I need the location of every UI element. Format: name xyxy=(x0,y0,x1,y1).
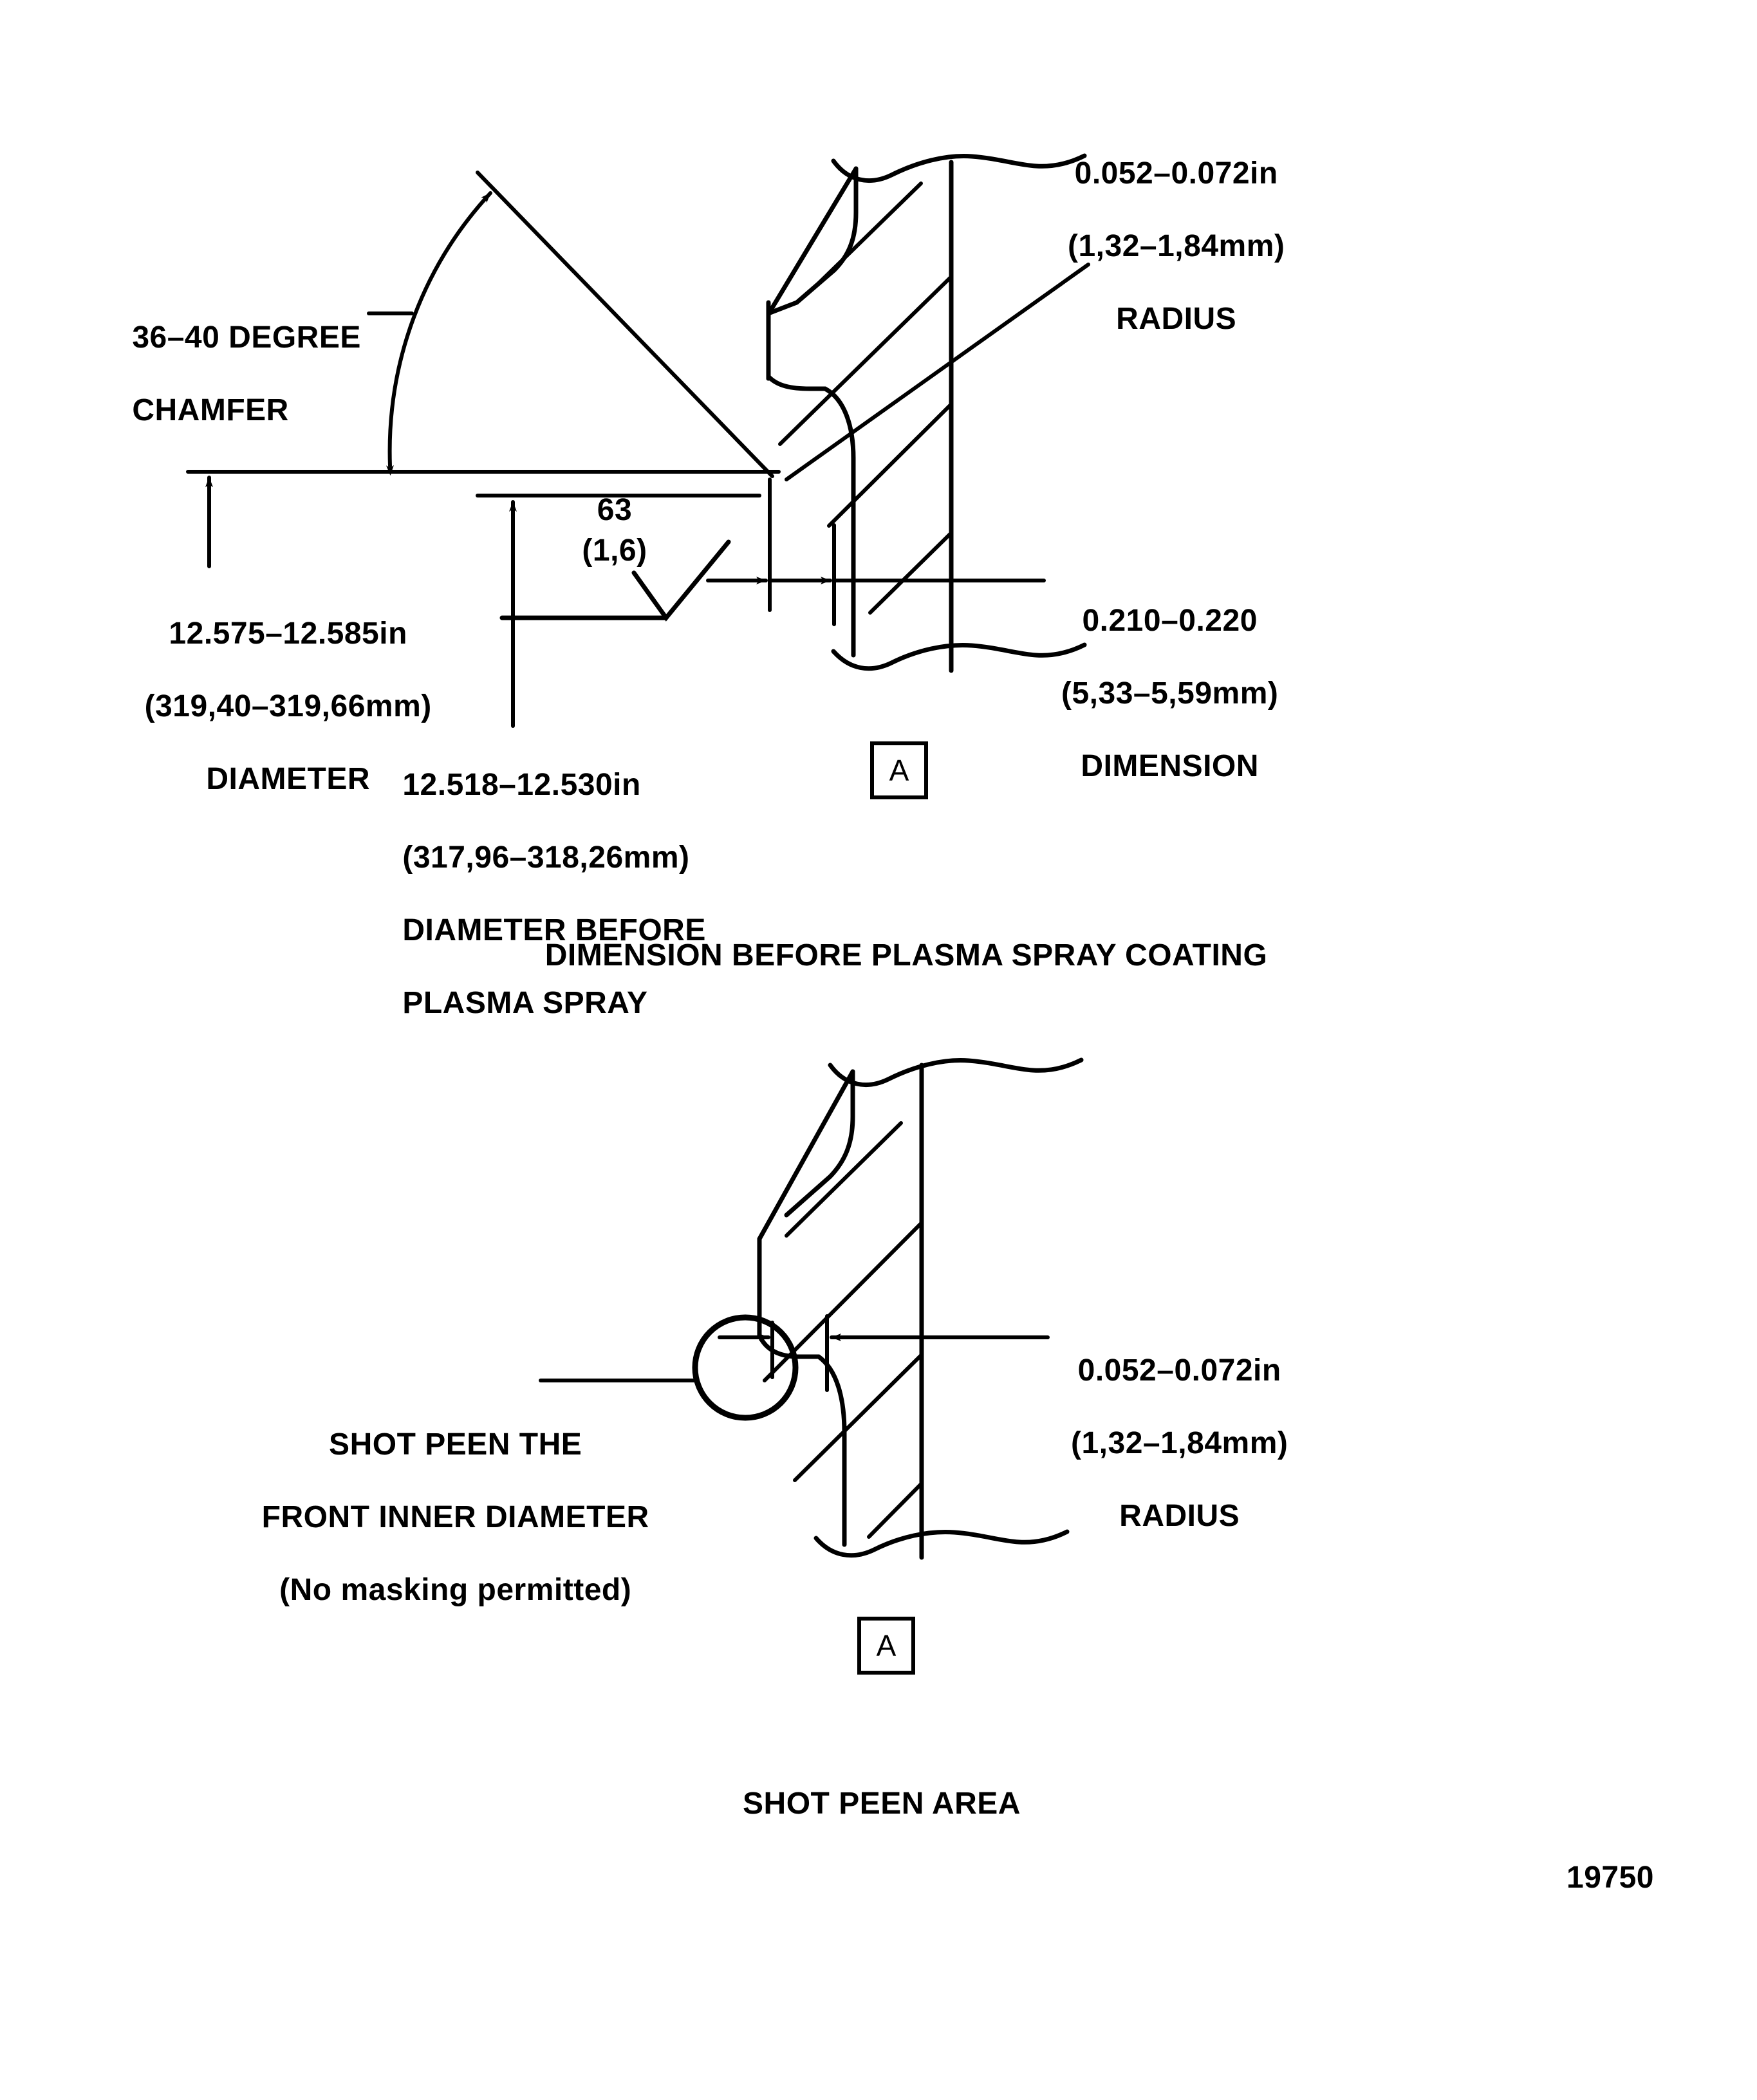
shot-peen-note-line-3: (No masking permitted) xyxy=(279,1573,632,1608)
break-line-bottom-lower xyxy=(813,1529,1070,1558)
dimension-right-line-1: 0.210–0.220 xyxy=(1082,603,1258,638)
dimension-right-line-3: DIMENSION xyxy=(1081,749,1259,784)
caption-lower: SHOT PEEN AREA xyxy=(743,1787,1021,1821)
section-hatching xyxy=(778,181,953,615)
shot-peen-note-annotation: SHOT PEEN THE FRONT INNER DIAMETER (No m… xyxy=(226,1390,649,1645)
chamfer-slope xyxy=(766,166,859,317)
radius-upper-line-3: RADIUS xyxy=(1116,302,1237,337)
outer-diameter-line-3: DIAMETER xyxy=(206,762,370,797)
pre-spray-line-4: PLASMA SPRAY xyxy=(402,986,648,1021)
radius-upper-annotation: 0.052–0.072in (1,32–1,84mm) RADIUS xyxy=(1032,119,1285,374)
dimension-right-line-2: (5,33–5,59mm) xyxy=(1061,676,1279,711)
shot-peen-note-line-1: SHOT PEEN THE xyxy=(329,1427,582,1462)
section-hatching-lower xyxy=(763,1121,924,1539)
radius-upper-leader xyxy=(785,263,1090,481)
shot-peen-note-line-2: FRONT INNER DIAMETER xyxy=(261,1500,649,1534)
radius-lower-line-2: (1,32–1,84mm) xyxy=(1070,1426,1288,1460)
upper-left-contour xyxy=(794,166,859,305)
pre-plasma-spray-diameter-annotation: 12.518–12.530in (317,96–318,26mm) DIAMET… xyxy=(367,730,706,1059)
pre-spray-line-1: 12.518–12.530in xyxy=(402,767,641,802)
datum-label-upper: A xyxy=(889,754,909,787)
datum-box-lower: A xyxy=(857,1617,915,1675)
break-line-top xyxy=(831,153,1087,183)
chamfer-line-2: CHAMFER xyxy=(132,393,289,427)
chamfer-annotation: 36–40 DEGREE CHAMFER xyxy=(97,283,361,465)
radius-upper-line-1: 0.052–0.072in xyxy=(1074,156,1278,190)
datum-label-lower: A xyxy=(876,1629,897,1662)
break-line-bottom xyxy=(831,642,1087,671)
caption-upper: DIMENSION BEFORE PLASMA SPRAY COATING xyxy=(544,938,1268,972)
pre-spray-line-2: (317,96–318,26mm) xyxy=(402,840,690,875)
chamfer-face xyxy=(766,300,799,316)
upper-figure-dimensions xyxy=(186,171,1090,728)
dimension-right-annotation: 0.210–0.220 (5,33–5,59mm) DIMENSION xyxy=(1026,566,1279,821)
break-line-top-lower xyxy=(828,1057,1084,1088)
radius-lower-line-3: RADIUS xyxy=(1119,1499,1240,1534)
datum-box-upper: A xyxy=(870,741,928,799)
upper-left-contour-lower xyxy=(784,1069,855,1218)
groove-curve xyxy=(766,374,812,391)
radius-lower-line-1: 0.052–0.072in xyxy=(1077,1353,1281,1388)
outer-diameter-annotation: 12.575–12.585in (319,40–319,66mm) DIAMET… xyxy=(109,579,432,834)
chamfer-extension-line xyxy=(476,171,774,478)
surface-finish-value: 63 xyxy=(597,493,633,527)
chamfer-line-1: 36–40 DEGREE xyxy=(132,320,361,355)
shot-peen-circle xyxy=(692,1314,799,1421)
figure-number: 19750 xyxy=(1566,1861,1654,1895)
outer-diameter-line-1: 12.575–12.585in xyxy=(169,616,407,651)
fillet-radius-curve-lower xyxy=(816,1354,847,1435)
surface-finish-symbol xyxy=(499,539,731,622)
surface-finish-metric: (1,6) xyxy=(582,534,647,568)
pre-spray-line-3: DIAMETER BEFORE xyxy=(402,913,706,948)
radius-upper-line-2: (1,32–1,84mm) xyxy=(1067,228,1285,263)
radius-lower-annotation: 0.052–0.072in (1,32–1,84mm) RADIUS xyxy=(1036,1316,1288,1571)
upper-figure-geometry xyxy=(766,153,1087,673)
lower-figure-geometry xyxy=(692,1057,1084,1560)
outer-diameter-line-2: (319,40–319,66mm) xyxy=(144,689,432,723)
chamfer-slope-lower xyxy=(757,1069,855,1241)
lower-figure-dimensions xyxy=(539,1314,1050,1392)
chamfer-angle-arc xyxy=(386,191,492,476)
